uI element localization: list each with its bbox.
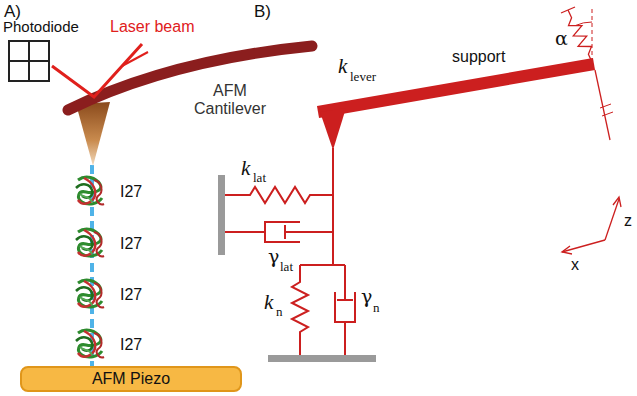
protein-domain [76,177,104,204]
domain-label: I27 [120,235,142,253]
symbol-subscript: lat [253,171,266,186]
laser-beam [52,44,142,97]
piezo-stage: AFM Piezo [20,366,242,392]
ground [268,355,376,362]
axis-label: x [571,256,579,274]
domain-label: I27 [120,336,142,354]
angle-symbol: α [555,28,568,50]
laser-beam [122,52,148,66]
damping-symbol: γ [268,246,279,268]
panel-letter: B) [254,2,271,22]
beam-label: Laser beam [110,18,195,36]
symbol-subscript: n [276,305,283,320]
afm-tip [76,102,110,166]
domain-label: I27 [120,286,142,304]
stiffness-symbol: k [241,156,250,180]
part-label: AFM Cantilever [188,82,272,119]
symbol-subscript: n [373,301,380,316]
photodiode-detector: Photodiode [3,18,79,82]
protein-domain [76,330,104,357]
protein-domain [76,280,104,307]
lever-bar [318,64,594,112]
symbol-subscript: lat [280,260,293,275]
lever-tip [320,108,346,150]
domain-label: I27 [120,183,142,201]
cantilever-beam [68,46,312,110]
stiffness-symbol: k [264,290,273,314]
node-text: AFM Piezo [92,370,170,388]
quadrant-detector [8,40,50,82]
part-label: support [452,48,505,66]
node-text: Photodiode [3,18,79,35]
axis-label: z [624,212,632,230]
mechanical-model [225,6,621,355]
stiffness-symbol: k [338,54,347,78]
damping-symbol: γ [361,286,372,308]
protein-domain [76,229,104,256]
wall [218,175,225,255]
symbol-subscript: lever [350,70,376,85]
